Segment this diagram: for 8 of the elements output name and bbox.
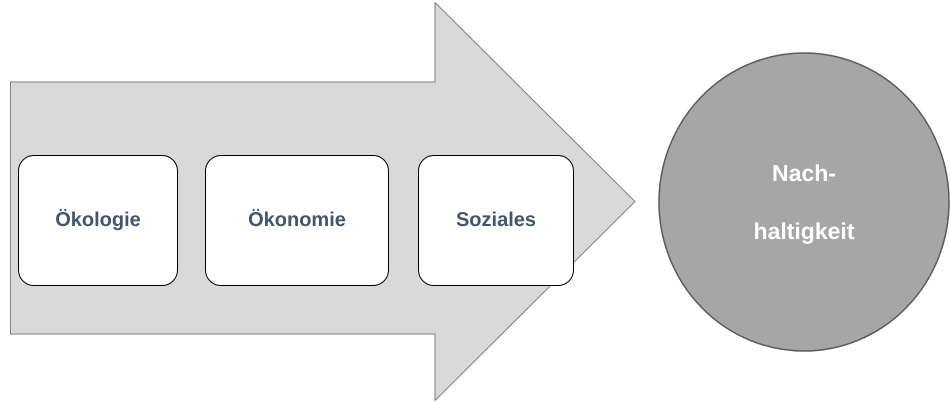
- circle: [658, 52, 950, 352]
- box-label: Ökologie: [55, 209, 141, 232]
- rounded-box: [205, 155, 389, 286]
- rounded-box: [18, 155, 178, 286]
- rounded-box: [418, 155, 574, 286]
- box-label: Ökonomie: [248, 209, 346, 232]
- circle-label: Nach- haltigkeit: [752, 159, 856, 246]
- box-label: Soziales: [456, 209, 536, 232]
